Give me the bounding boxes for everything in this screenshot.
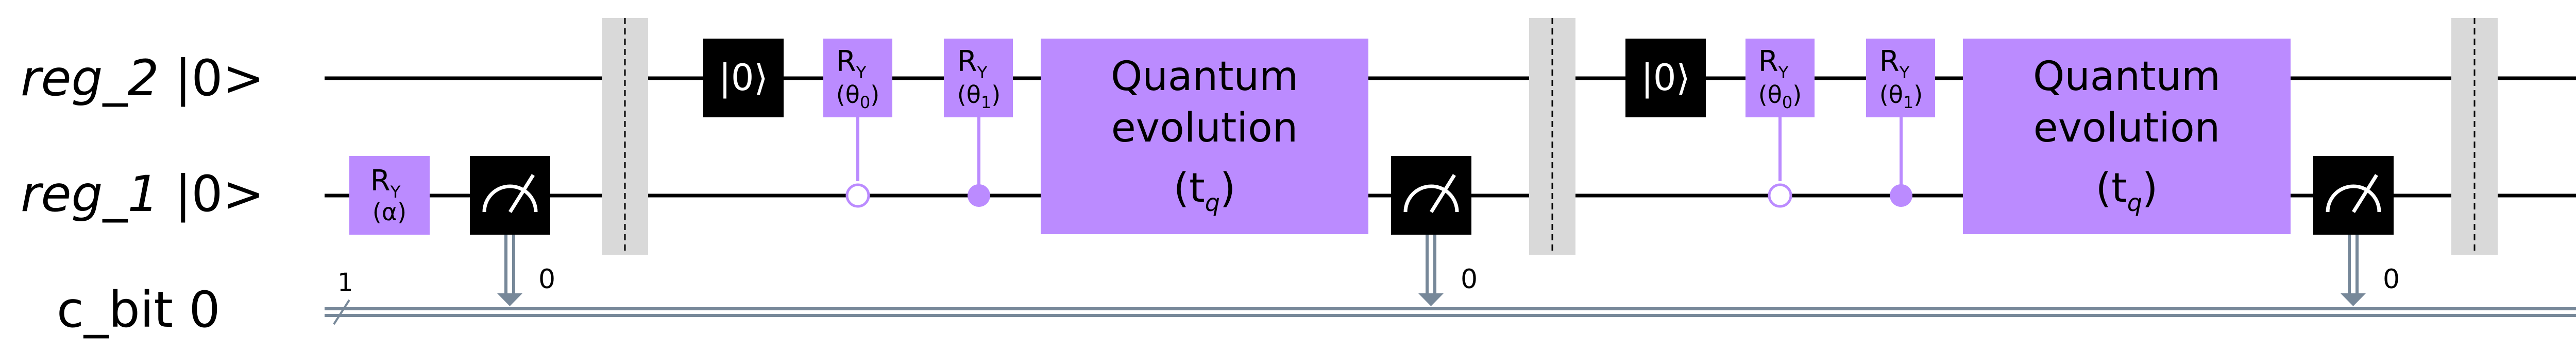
- barrier-1: [602, 18, 648, 255]
- filled-control-dot: [968, 184, 990, 207]
- ry-alpha-main: R: [370, 164, 391, 198]
- measure-gate-2[interactable]: 0: [1391, 156, 1478, 306]
- quantum-evolution-gate-2[interactable]: Quantum evolution (tq): [1963, 39, 2291, 234]
- reg-1-state: |0>: [159, 165, 264, 223]
- ry-alpha-gate[interactable]: RY (α): [349, 156, 430, 235]
- svg-text:(tq): (tq): [1174, 165, 1236, 217]
- reg-1-name: reg_1: [21, 165, 159, 223]
- measure-gate-3[interactable]: 0: [2313, 156, 2400, 306]
- quantum-evolution-gate-1[interactable]: Quantum evolution (tq): [1041, 39, 1368, 234]
- filled-control-dot: [1890, 184, 1912, 207]
- measure-2-bit: 0: [1461, 264, 1478, 295]
- open-control-dot: [1768, 183, 1792, 208]
- svg-text:(θ1): (θ1): [957, 81, 1001, 112]
- measure-3-bit: 0: [2383, 264, 2400, 295]
- svg-text:evolution: evolution: [2033, 105, 2220, 151]
- reg-1-label: reg_1 |0>: [21, 165, 264, 223]
- controlled-ry-theta1-gate-2[interactable]: RY (θ1): [1866, 39, 1935, 207]
- svg-text:(θ1): (θ1): [1879, 81, 1923, 112]
- svg-text:evolution: evolution: [1111, 105, 1298, 151]
- c-bit-label: c_bit 0: [57, 281, 221, 339]
- svg-text:RY: RY: [1758, 45, 1789, 82]
- ry-alpha-param: (α): [372, 198, 406, 226]
- barrier-2: [1529, 18, 1575, 255]
- svg-text:|0⟩: |0⟩: [1641, 57, 1690, 99]
- reg-2-label: reg_2 |0>: [21, 49, 264, 108]
- reset-gate-2[interactable]: |0⟩: [1625, 39, 1706, 117]
- reset-gate-1[interactable]: |0⟩: [703, 39, 784, 117]
- reg-2-state: |0>: [159, 49, 264, 108]
- controlled-ry-theta1-gate-1[interactable]: RY (θ1): [944, 39, 1013, 207]
- svg-text:RY: RY: [957, 45, 988, 82]
- barrier-3: [2451, 18, 2498, 255]
- svg-text:|0⟩: |0⟩: [719, 57, 768, 99]
- svg-text:Quantum: Quantum: [2033, 54, 2221, 100]
- svg-text:Quantum: Quantum: [1111, 54, 1298, 100]
- measure-1-bit: 0: [538, 264, 555, 295]
- svg-text:(tq): (tq): [2096, 165, 2158, 217]
- ry-alpha-sub: Y: [390, 182, 401, 202]
- svg-text:(θ0): (θ0): [836, 81, 879, 112]
- svg-text:RY: RY: [370, 164, 401, 202]
- svg-text:RY: RY: [1879, 45, 1910, 82]
- c-bit-bus-size: 1: [337, 268, 353, 297]
- measure-gate-1[interactable]: 0: [470, 156, 555, 306]
- c-bit-bus-slash: [333, 299, 350, 325]
- controlled-ry-theta0-gate-2[interactable]: RY (θ0): [1745, 39, 1815, 208]
- svg-text:RY: RY: [836, 45, 867, 82]
- reg-2-name: reg_2: [21, 49, 159, 107]
- svg-text:(θ0): (θ0): [1758, 81, 1802, 112]
- open-control-dot: [845, 183, 870, 208]
- controlled-ry-theta0-gate-1[interactable]: RY (θ0): [823, 39, 892, 208]
